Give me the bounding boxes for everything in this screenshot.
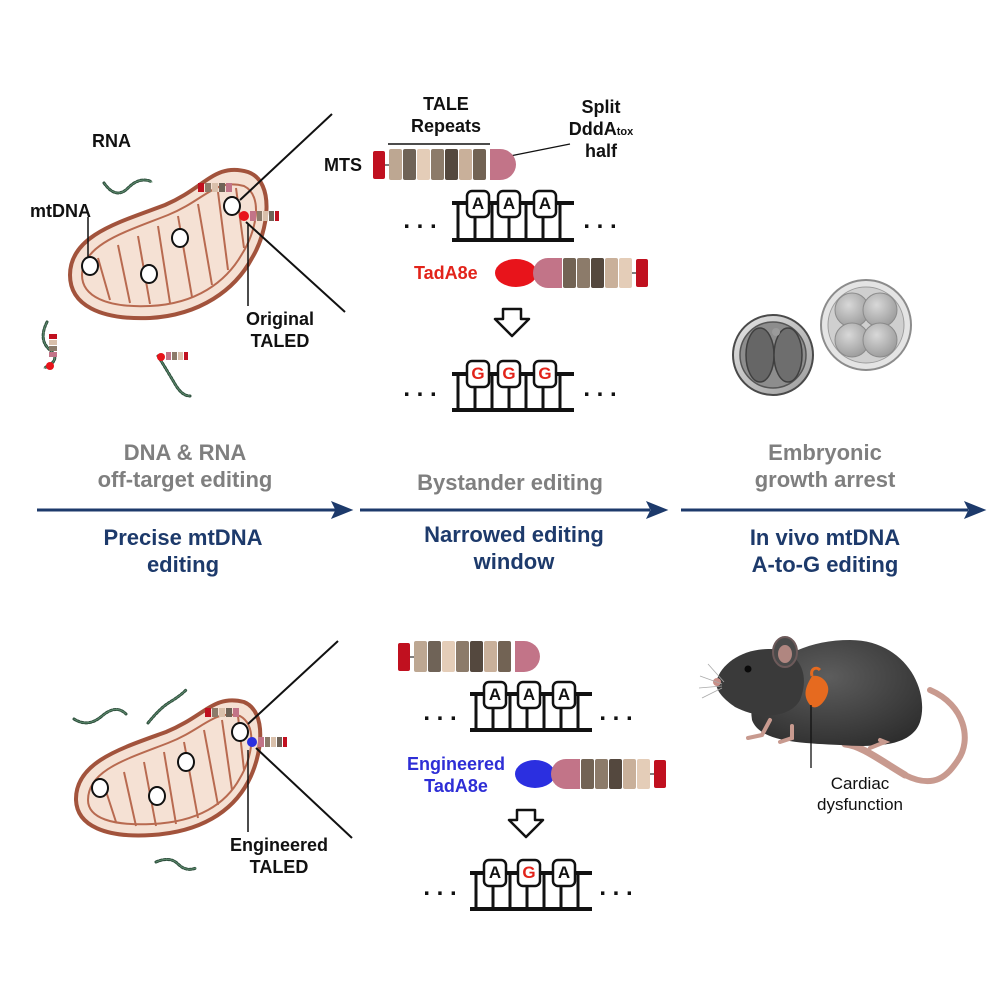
taled-bound-top bbox=[239, 211, 279, 221]
engineered-taled-label: Engineered TALED bbox=[229, 835, 329, 877]
problem-bystander: Bystander editing bbox=[417, 470, 603, 495]
rna-strands-bottom bbox=[72, 688, 198, 871]
taled-mini-top bbox=[198, 183, 232, 192]
svg-text:. . .: . . . bbox=[599, 874, 632, 901]
svg-text:. . .: . . . bbox=[583, 207, 616, 234]
base-bottom-after-3: A bbox=[557, 863, 571, 882]
mitochondrion-bottom bbox=[73, 640, 353, 839]
base-bottom-before-2: A bbox=[522, 685, 536, 704]
base-top-after-2: G bbox=[502, 364, 516, 383]
taled-bound-bottom bbox=[247, 737, 287, 747]
base-top-before-2: A bbox=[502, 194, 516, 213]
svg-text:. . .: . . . bbox=[583, 375, 616, 402]
down-arrow-top bbox=[493, 307, 531, 338]
cardiac-dysfunction-label: Cardiac dysfunction bbox=[817, 774, 903, 814]
split-dddatox-half-label: Split DddAtox half bbox=[568, 97, 634, 161]
svg-text:. . .: . . . bbox=[423, 874, 456, 901]
rna-label: RNA bbox=[92, 131, 131, 151]
svg-text:. . .: . . . bbox=[599, 699, 632, 726]
tadA8e-label: TadA8e bbox=[414, 263, 478, 283]
down-arrow-bottom bbox=[507, 808, 545, 839]
taled-mini-bottom bbox=[205, 708, 239, 717]
original-taled-label: Original TALED bbox=[245, 309, 314, 351]
embryo-two-cell bbox=[732, 314, 814, 396]
timeline-arrows bbox=[37, 501, 987, 519]
base-top-before-1: A bbox=[471, 194, 485, 213]
problem-growth-arrest: Embryonic growth arrest bbox=[754, 440, 896, 492]
engineered-tadA8e-label: Engineered TadA8e bbox=[406, 754, 506, 796]
mts-label: MTS bbox=[324, 155, 362, 175]
base-top-before-3: A bbox=[538, 194, 552, 213]
base-bottom-before-1: A bbox=[488, 685, 502, 704]
tadA8e-construct-bottom bbox=[515, 759, 666, 789]
rna-bound-taled-right bbox=[157, 352, 188, 361]
base-boxes-bottom bbox=[482, 680, 577, 888]
mitochondrion-top bbox=[67, 113, 346, 321]
solution-in-vivo: In vivo mtDNA A-to-G editing bbox=[749, 525, 901, 577]
base-top-after-3: G bbox=[538, 364, 552, 383]
taled-half-construct-top bbox=[373, 149, 516, 180]
split-dddatox-pointer bbox=[509, 143, 571, 157]
svg-text:. . .: . . . bbox=[403, 375, 436, 402]
base-top-after-1: G bbox=[471, 364, 485, 383]
embryo-four-cell bbox=[820, 279, 912, 371]
problem-off-target: DNA & RNA off-target editing bbox=[97, 440, 273, 492]
base-bottom-after-1: A bbox=[488, 863, 502, 882]
taled-half-construct-bottom bbox=[398, 641, 540, 672]
solution-narrowed-window: Narrowed editing window bbox=[424, 522, 604, 574]
svg-text:. . .: . . . bbox=[403, 207, 436, 234]
tale-repeats-label: TALE Repeats bbox=[410, 94, 482, 136]
solution-precise: Precise mtDNA editing bbox=[103, 525, 263, 577]
rna-bound-taled-left bbox=[46, 334, 57, 370]
tadA8e-construct-top bbox=[495, 258, 648, 288]
mtdna-label: mtDNA bbox=[30, 201, 91, 221]
base-boxes-top bbox=[465, 189, 558, 389]
base-bottom-after-2: G bbox=[522, 863, 536, 882]
base-bottom-before-3: A bbox=[557, 685, 571, 704]
mouse-illustration bbox=[698, 636, 968, 785]
svg-text:. . .: . . . bbox=[423, 699, 456, 726]
